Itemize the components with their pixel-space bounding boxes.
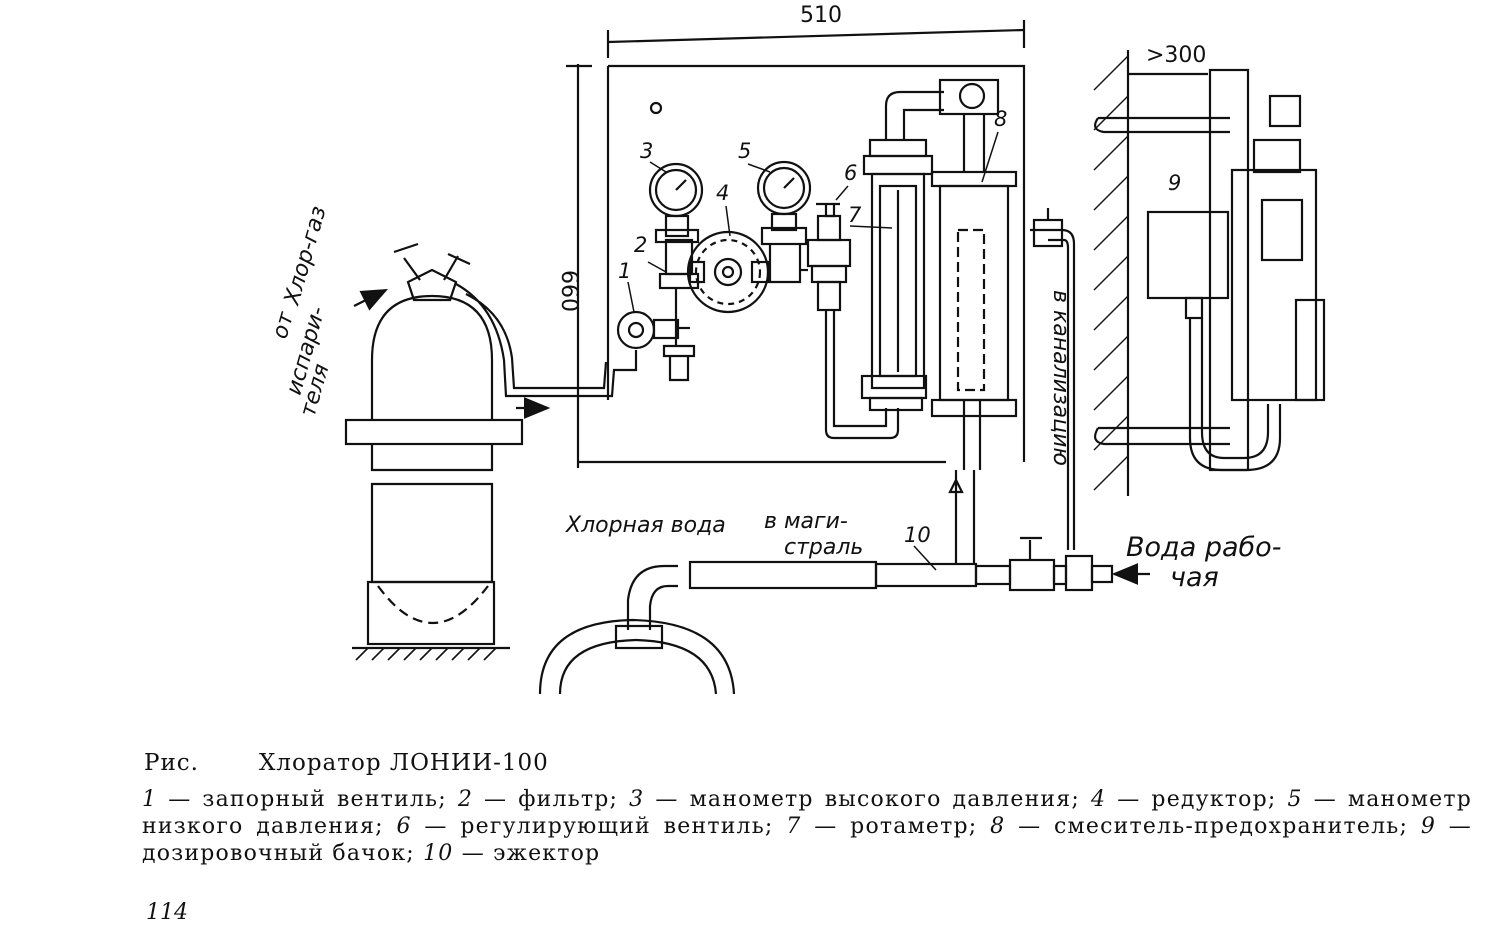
legend-text: ротаметр — [850, 814, 969, 839]
working-water-label-1: Вода рабо- — [1126, 532, 1281, 563]
mixer-safety-8 — [930, 78, 1018, 470]
caption-title-text: Хлоратор ЛОНИИ-100 — [259, 750, 549, 776]
chlorinator-diagram: 510 660 >300 Хлор-газ от испари- теля Хл… — [268, 3, 1326, 695]
callout-1: 1 — [618, 259, 631, 283]
legend-num: 1 — [142, 787, 158, 812]
legend-num: 7 — [786, 814, 802, 839]
legend-text: эжектор — [493, 841, 601, 866]
to-main-label-1: в маги- — [764, 509, 848, 534]
dim-distance-label: >300 — [1146, 43, 1206, 68]
legend-text: запорный вентиль — [202, 787, 439, 812]
legend: 1 — запорный вентиль; 2 — фильтр; 3 — ма… — [142, 787, 1473, 866]
dimension-width — [606, 20, 1026, 58]
regulating-valve-6 — [800, 202, 900, 440]
legend-num: 10 — [423, 841, 454, 866]
working-water-label-2: чая — [1170, 562, 1219, 593]
callout-3: 3 — [640, 139, 653, 163]
low-pressure-gauge-5 — [756, 160, 812, 284]
legend-text: регулирующий вентиль — [460, 814, 765, 839]
gas-pipe — [455, 283, 638, 398]
high-pressure-gauge-3 — [648, 162, 704, 244]
main-pipe — [538, 564, 736, 695]
legend-text: манометр низкого давления — [142, 787, 1473, 839]
callout-4: 4 — [716, 181, 729, 205]
legend-num: 4 — [1091, 787, 1107, 812]
legend-num: 9 — [1420, 814, 1437, 839]
figure-caption: Рис. Хлоратор ЛОНИИ-100 1 — запорный вент… — [142, 750, 1472, 867]
gas-label-line1: Хлор-газ — [279, 203, 331, 308]
mounting-panel — [578, 64, 1026, 464]
callout-2: 2 — [634, 233, 647, 257]
dim-height-label: 660 — [556, 270, 581, 312]
to-main-label-2: страль — [784, 535, 863, 560]
dosing-tank-9 — [1146, 68, 1326, 472]
dim-width-label: 510 — [800, 3, 842, 28]
callout-7: 7 — [848, 203, 862, 227]
wall — [1093, 50, 1230, 496]
legend-num: 2 — [457, 787, 474, 812]
callout-10: 10 — [904, 523, 931, 547]
legend-text: дозировочный бачок — [142, 841, 407, 866]
caption-prefix: Рис. — [144, 750, 199, 776]
dimension-height — [566, 64, 592, 468]
rotameter-7 — [860, 90, 944, 412]
callout-9: 9 — [1168, 171, 1181, 195]
shutoff-valve-1 — [616, 310, 690, 350]
callout-6: 6 — [844, 161, 857, 185]
caption-title: Рис. Хлоратор ЛОНИИ-100 — [144, 750, 1472, 776]
callout-5: 5 — [738, 139, 751, 163]
legend-num: 6 — [396, 814, 412, 839]
reducer-4 — [686, 230, 770, 314]
chlorine-cylinder — [344, 242, 524, 661]
to-sewer-label: в канализацию — [1048, 290, 1073, 466]
legend-text: фильтр — [518, 787, 610, 812]
filter-2 — [658, 238, 700, 382]
gas-label-line2: от — [268, 308, 300, 341]
chlorine-water-label: Хлорная вода — [565, 513, 726, 538]
ejector-10-line — [688, 470, 1150, 592]
legend-text: манометр высокого давления — [689, 787, 1072, 812]
legend-num: 3 — [629, 787, 645, 812]
legend-text: смеситель-предохранитель — [1054, 814, 1400, 839]
legend-text: редуктор — [1151, 787, 1268, 812]
callout-8: 8 — [994, 107, 1007, 131]
legend-num: 8 — [990, 814, 1006, 839]
page-number: 114 — [146, 900, 188, 925]
legend-num: 5 — [1287, 787, 1303, 812]
